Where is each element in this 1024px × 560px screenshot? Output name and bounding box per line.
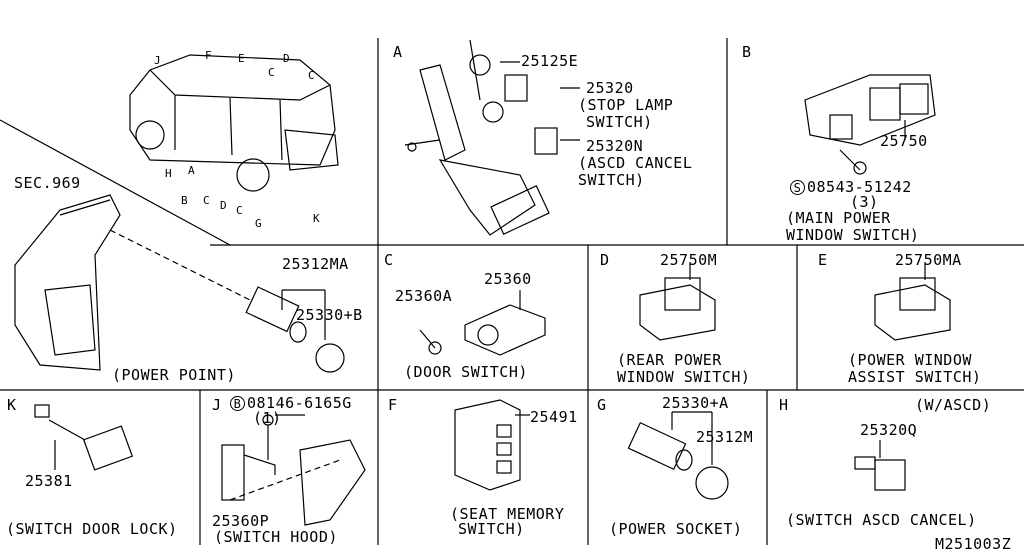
part-number: 08543-51242	[807, 178, 912, 196]
main-window-switch-illustration	[804, 74, 936, 175]
bolt-quantity: (1)	[253, 409, 282, 427]
brake-pedal-illustration	[404, 39, 580, 236]
vehicle-label: A	[188, 164, 196, 177]
part-number: 25360P	[212, 512, 270, 530]
vehicle-label: E	[238, 52, 246, 65]
part-number: 25750M	[660, 251, 718, 269]
vehicle-label: C	[236, 204, 244, 217]
section-letter: C	[384, 251, 394, 269]
part-caption: (SWITCH HOOD)	[214, 528, 338, 546]
vehicle-label: K	[313, 212, 321, 225]
part-number: 25312M	[696, 428, 754, 446]
part-caption: (STOP LAMP	[578, 96, 674, 114]
part-number: 08146-6165G	[247, 394, 352, 412]
part-number: 25360A	[395, 287, 453, 305]
vehicle-label: H	[165, 167, 173, 180]
door-switch-illustration	[419, 290, 546, 356]
part-caption: (DOOR SWITCH)	[404, 363, 528, 381]
vehicle-label: G	[255, 217, 263, 230]
part-number: 25320Q	[860, 421, 918, 439]
vehicle-label: B	[181, 194, 189, 207]
figure-code: M251003Z	[935, 535, 1012, 553]
part-caption: (REAR POWER	[617, 351, 722, 369]
bolt-symbol: S	[790, 180, 805, 195]
part-caption: (MAIN POWER	[786, 209, 891, 227]
section-letter: B	[742, 43, 752, 61]
vehicle-label: F	[205, 49, 213, 62]
section-letter: D	[600, 251, 610, 269]
part-number: 25330+A	[662, 394, 729, 412]
part-caption: SWITCH)	[586, 113, 653, 131]
vehicle-label: J	[154, 54, 162, 67]
part-number: 25491	[530, 408, 578, 426]
part-caption: (SWITCH ASCD CANCEL)	[786, 511, 977, 529]
part-number: 25320N	[586, 137, 644, 155]
section-reference: SEC.969	[14, 174, 81, 192]
vehicle-label: D	[283, 52, 291, 65]
seat-memory-switch-illustration	[454, 399, 530, 491]
console-illustration	[14, 194, 345, 373]
section-letter: J	[212, 396, 222, 414]
part-caption: (POWER SOCKET)	[609, 520, 743, 538]
part-caption: WINDOW SWITCH)	[786, 226, 920, 244]
section-letter: H	[779, 396, 789, 414]
section-letter: F	[388, 396, 398, 414]
part-caption: (SWITCH DOOR LOCK)	[6, 520, 178, 538]
part-number: 25330+B	[296, 306, 363, 324]
divider-line	[0, 119, 231, 246]
part-caption: SWITCH)	[458, 520, 525, 538]
ascd-cancel-switch-illustration	[854, 440, 906, 491]
part-number: 25320	[586, 79, 634, 97]
bolt-symbol: B	[230, 396, 245, 411]
part-number: 25125E	[521, 52, 579, 70]
vehicle-illustration	[129, 54, 339, 192]
part-caption: (ASCD CANCEL	[578, 154, 693, 172]
vehicle-label: C	[308, 69, 316, 82]
part-caption: ASSIST SWITCH)	[848, 368, 982, 386]
door-lock-switch-illustration	[34, 404, 134, 471]
bolt-quantity: (3)	[850, 193, 879, 211]
part-caption: WINDOW SWITCH)	[617, 368, 751, 386]
part-caption: (POWER WINDOW	[848, 351, 972, 369]
part-caption: SWITCH)	[578, 171, 645, 189]
window-assist-switch-illustration	[874, 262, 951, 341]
part-number: 25750MA	[895, 251, 962, 269]
rear-window-switch-illustration	[639, 262, 716, 341]
vehicle-label: D	[220, 199, 228, 212]
section-letter: K	[7, 396, 17, 414]
hood-switch-illustration	[221, 414, 366, 526]
vehicle-label: C	[268, 66, 276, 79]
part-caption: (SEAT MEMORY	[450, 505, 565, 523]
variant-note: (W/ASCD)	[915, 396, 992, 414]
part-caption: (POWER POINT)	[112, 366, 236, 384]
vehicle-label: C	[203, 194, 211, 207]
section-letter: G	[597, 396, 607, 414]
part-number: 25381	[25, 472, 73, 490]
part-number: 25312MA	[282, 255, 349, 273]
part-number: 25360	[484, 270, 532, 288]
part-number: 25750	[880, 132, 928, 150]
section-letter: E	[818, 251, 828, 269]
power-socket-illustration	[627, 411, 729, 500]
section-letter: A	[393, 43, 403, 61]
